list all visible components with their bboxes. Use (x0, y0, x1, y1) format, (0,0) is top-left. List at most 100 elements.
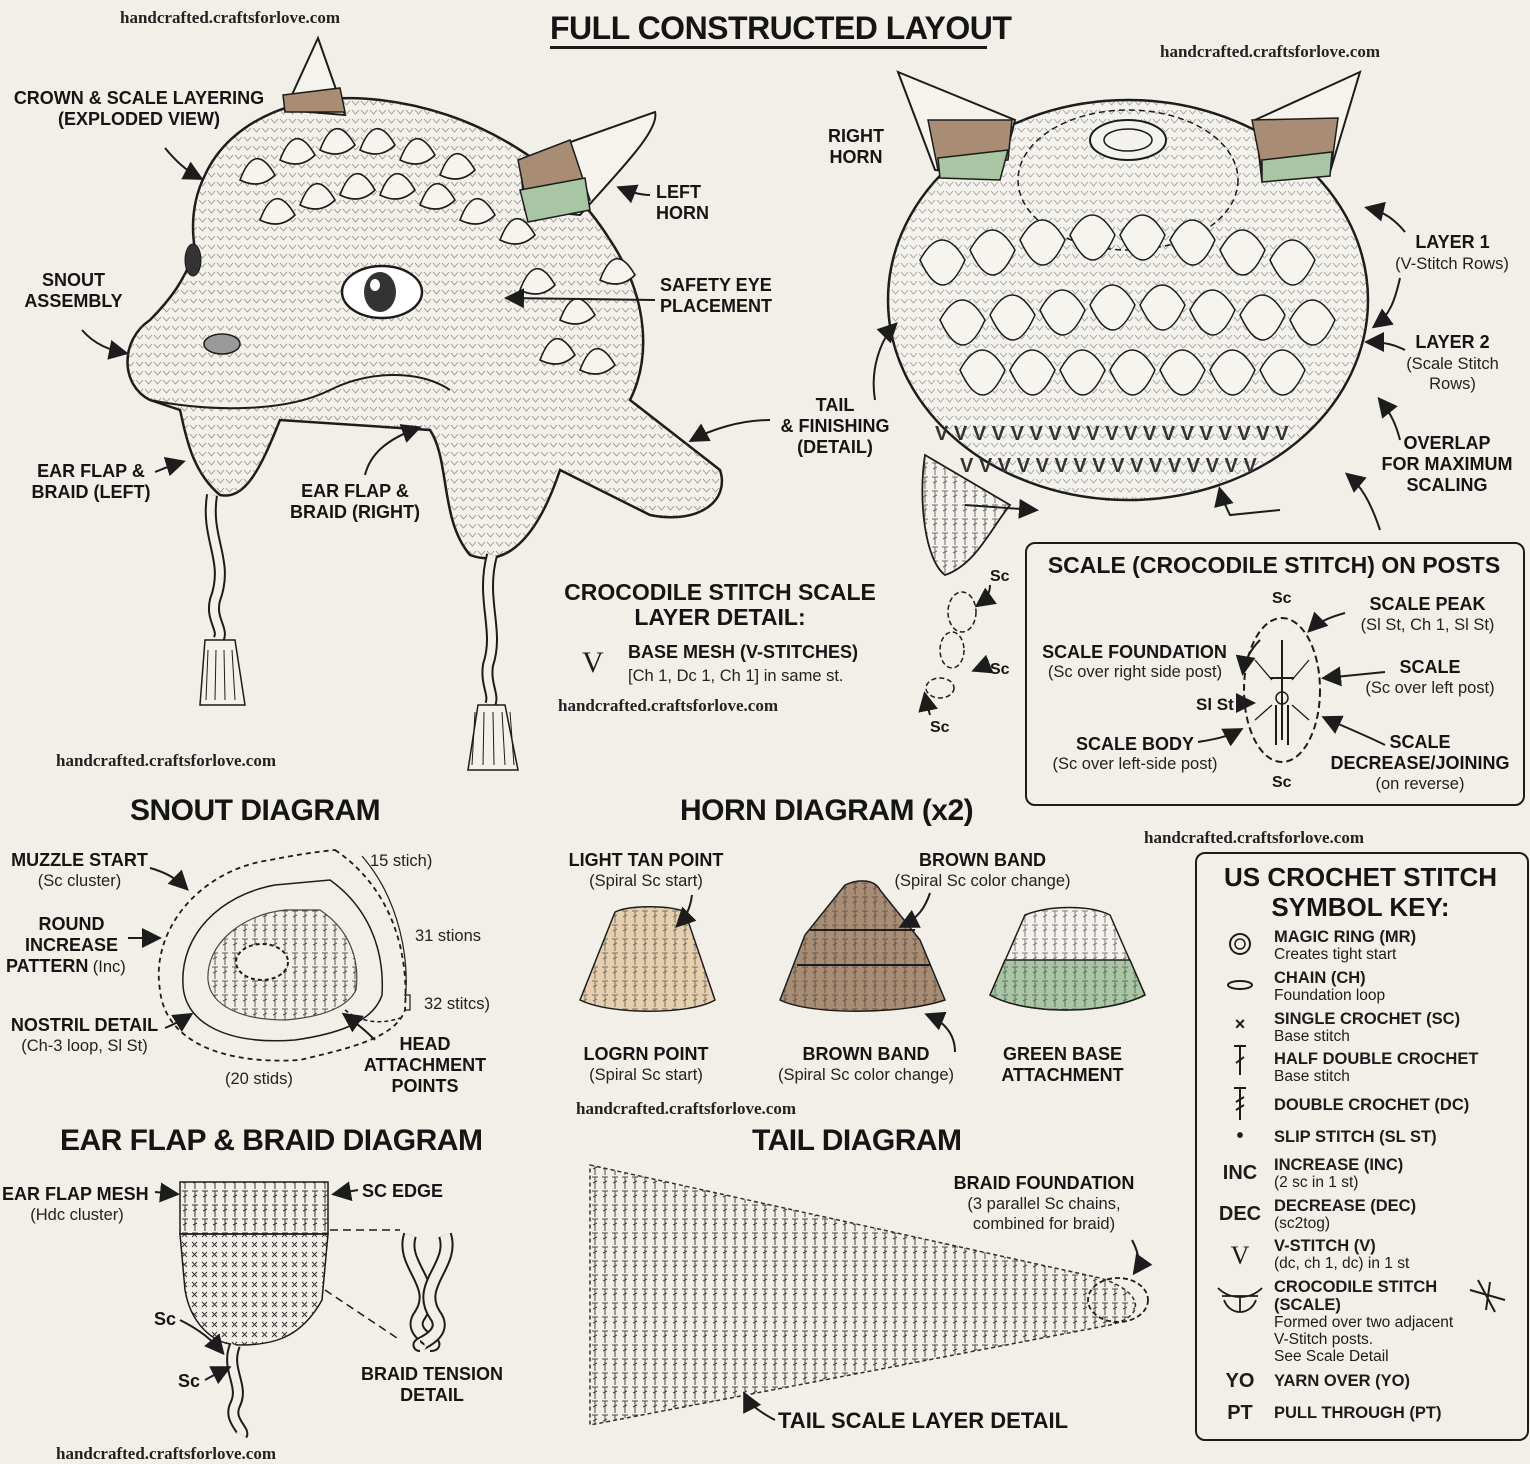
horn-diagrams (580, 881, 1145, 1011)
sc-bottom-mark: Sc (1272, 772, 1292, 793)
increase-icon: INC (1218, 1162, 1262, 1185)
key-item-name: CHAIN (CH) (1274, 969, 1366, 987)
key-item-desc: Base stitch (1274, 1068, 1350, 1085)
key-item-desc: Creates tight start (1274, 946, 1396, 963)
scale-body-sub: (Sc over left-side post) (1030, 754, 1240, 774)
key-item-name: SLIP STITCH (SL ST) (1274, 1128, 1437, 1146)
svg-text:V V V V V V V V V V V V V V V: V V V V V V V V V V V V V V V V V V V (935, 423, 1289, 445)
brown-band-top-sub: (Spiral Sc color change) (875, 871, 1090, 891)
right-horn-label: RIGHTHORN (820, 126, 892, 168)
key-item-name: SINGLE CROCHET (SC) (1274, 1010, 1460, 1028)
scale-foundation-sub: (Sc over right side post) (1030, 662, 1240, 682)
key-item-half-double-crochet: HALF DOUBLE CROCHET Base stitch (1218, 1050, 1508, 1090)
base-mesh-title: BASE MESH (V-STITCHES) (628, 642, 858, 663)
logrn-point-title: LOGRN POINT (566, 1044, 726, 1065)
key-item-desc: See Scale Detail (1274, 1348, 1389, 1365)
sc-edge-label: SC EDGE (362, 1181, 443, 1202)
scale-label-title: SCALE (1360, 657, 1500, 678)
scale-peak-title: SCALE PEAK (1350, 594, 1505, 615)
key-item-name: V-STITCH (V) (1274, 1237, 1376, 1255)
braid-foundation-sub: (3 parallel Sc chains,combined for braid… (944, 1194, 1144, 1234)
key-item-desc: Base stitch (1274, 1028, 1350, 1045)
key-item-desc: (2 sc in 1 st) (1274, 1174, 1358, 1191)
ear-flap-mesh-sub: (Hdc cluster) (2, 1205, 152, 1225)
safety-eye-label: SAFETY EYEPLACEMENT (660, 275, 772, 317)
ear-flap-title: EAR FLAP & BRAID DIAGRAM (60, 1124, 482, 1158)
muzzle-start-title: MUZZLE START (2, 850, 157, 871)
pull-through-icon: PT (1218, 1402, 1262, 1425)
scale-decrease-sub: (on reverse) (1325, 774, 1515, 794)
slst-label: Sl St (1196, 694, 1234, 715)
sc-top-mark: Sc (1272, 588, 1292, 609)
key-item-name-extra: (SCALE) (1274, 1296, 1341, 1314)
round-increase-pattern: PATTERN (Inc) (6, 956, 126, 977)
key-item-magic-ring: MAGIC RING (MR) Creates tight start (1218, 928, 1508, 968)
key-item-name: DECREASE (DEC) (1274, 1197, 1416, 1215)
slip-stitch-icon: • (1218, 1125, 1262, 1148)
count-31: 31 stions (415, 926, 481, 946)
tail-finishing-label: TAIL& FINISHING(DETAIL) (770, 395, 900, 458)
light-tan-title: LIGHT TAN POINT (556, 850, 736, 871)
layer1-sub: (V-Stitch Rows) (1382, 254, 1522, 274)
key-item-name: DOUBLE CROCHET (DC) (1274, 1096, 1469, 1114)
svg-text:V V V V V V V V V V V V V V V: V V V V V V V V V V V V V V V V (960, 455, 1257, 477)
count-32: 32 stitcs) (424, 994, 490, 1014)
key-item-name: INCREASE (INC) (1274, 1156, 1403, 1174)
sc-label: Sc (154, 1309, 176, 1330)
key-item-name: CROCODILE STITCH (1274, 1278, 1437, 1296)
key-item-desc: (sc2tog) (1274, 1215, 1330, 1232)
key-item-v-stitch: V V-STITCH (V) (dc, ch 1, dc) in 1 st (1218, 1237, 1508, 1277)
tail-title: TAIL DIAGRAM (752, 1124, 962, 1158)
key-item-name: PULL THROUGH (PT) (1274, 1404, 1441, 1422)
sc-mark: Sc (930, 717, 950, 738)
yarn-over-icon: YO (1218, 1370, 1262, 1393)
key-item-name: MAGIC RING (MR) (1274, 928, 1416, 946)
base-mesh-sub: [Ch 1, Dc 1, Ch 1] in same st. (628, 666, 844, 686)
logrn-point-sub: (Spiral Sc start) (566, 1065, 726, 1085)
scale-peak-sub: (Sl St, Ch 1, Sl St) (1350, 615, 1505, 635)
brown-band-top-title: BROWN BAND (880, 850, 1085, 871)
tail-scale-layer-label: TAIL SCALE LAYER DETAIL (778, 1410, 1068, 1431)
crown-label: CROWN & SCALE LAYERING(EXPLODED VIEW) (8, 88, 270, 130)
v-stitch-icon: V (582, 646, 604, 680)
key-item-crocodile-stitch: CROCODILE STITCH (SCALE) Formed over two… (1218, 1278, 1508, 1368)
sc-mark: Sc (990, 566, 1010, 587)
key-item-desc: Formed over two adjacent (1274, 1314, 1453, 1331)
brown-band-bottom-sub: (Spiral Sc color change) (762, 1065, 970, 1085)
brown-band-bottom-title: BROWN BAND (762, 1044, 970, 1065)
count-15: 15 stich) (370, 851, 432, 871)
ear-flap-right-label: EAR FLAP &BRAID (RIGHT) (284, 481, 426, 523)
symbol-key-title: US CROCHET STITCHSYMBOL KEY: (1198, 862, 1523, 922)
key-item-desc: Foundation loop (1274, 987, 1385, 1004)
key-item-desc: V-Stitch posts. (1274, 1331, 1373, 1348)
nostril-detail-title: NOSTRIL DETAIL (2, 1015, 167, 1036)
muzzle-start-sub: (Sc cluster) (2, 871, 157, 891)
scale-box-title: SCALE (CROCODILE STITCH) ON POSTS (1028, 552, 1520, 578)
key-item-decrease: DEC DECREASE (DEC) (sc2tog) (1218, 1197, 1508, 1237)
green-base-label: GREEN BASEATTACHMENT (990, 1044, 1135, 1086)
light-tan-sub: (Spiral Sc start) (556, 871, 736, 891)
key-item-chain: CHAIN (CH) Foundation loop (1218, 969, 1508, 1009)
snout-title: SNOUT DIAGRAM (130, 794, 380, 828)
single-crochet-icon: × (1218, 1014, 1262, 1035)
nostril-detail-sub: (Ch-3 loop, Sl St) (2, 1036, 167, 1056)
key-item-pull-through: PT PULL THROUGH (PT) (1218, 1404, 1508, 1444)
key-item-name: YARN OVER (YO) (1274, 1372, 1410, 1390)
croc-detail-title: CROCODILE STITCH SCALELAYER DETAIL: (555, 580, 885, 630)
snout-chart (159, 850, 410, 1061)
sc-mark: Sc (990, 659, 1010, 680)
scale-foundation-title: SCALE FOUNDATION (1032, 642, 1237, 663)
key-item-desc: (dc, ch 1, dc) in 1 st (1274, 1255, 1409, 1272)
key-item-single-crochet: × SINGLE CROCHET (SC) Base stitch (1218, 1010, 1508, 1050)
scale-label-sub: (Sc over left post) (1350, 678, 1510, 698)
count-20: (20 stids) (225, 1069, 293, 1089)
sc-label: Sc (178, 1371, 200, 1392)
ear-flap-left-label: EAR FLAP &BRAID (LEFT) (28, 461, 154, 503)
